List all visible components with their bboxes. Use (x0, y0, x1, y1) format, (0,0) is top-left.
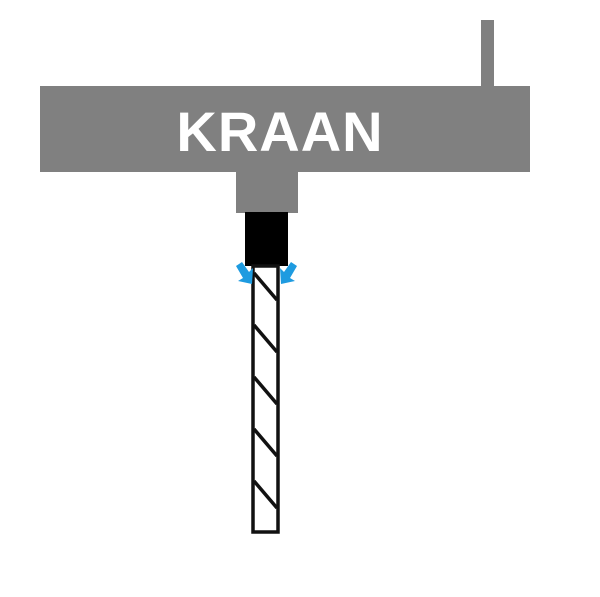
hoist-block (236, 171, 298, 213)
crane-label: KRAAN (176, 100, 383, 163)
pipe-hatching (252, 271, 279, 510)
crane-beam (40, 86, 530, 172)
clamp (245, 212, 288, 266)
arrow-down-left-icon (280, 262, 297, 284)
crane-mast (481, 20, 494, 88)
pipe (251, 264, 280, 534)
arrow-down-right-icon (236, 262, 253, 284)
